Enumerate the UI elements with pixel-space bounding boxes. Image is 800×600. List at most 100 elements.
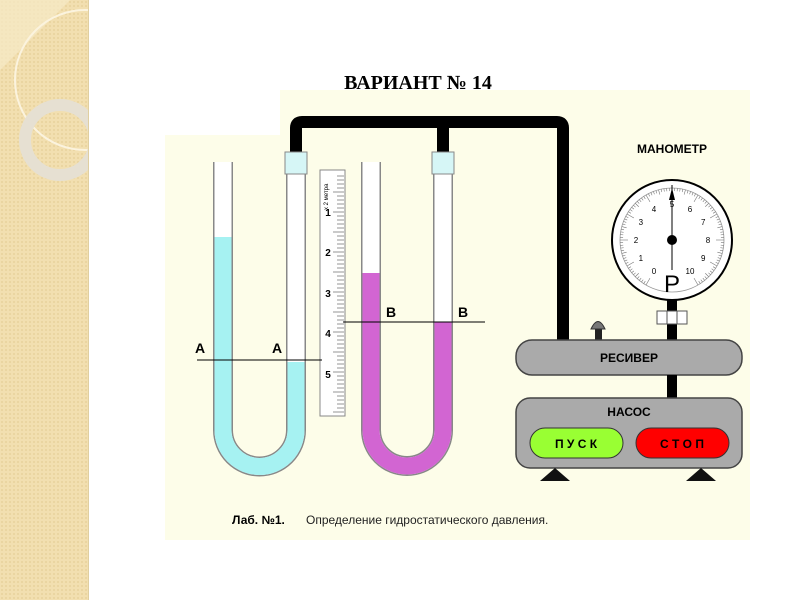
- u-tube-liquid: [361, 151, 455, 476]
- gauge-tick: [650, 192, 653, 196]
- gauge-tick: [621, 226, 627, 229]
- gauge-tick: [718, 223, 722, 226]
- gauge-tick: [708, 204, 711, 208]
- pump-label: НАСОС: [607, 405, 651, 419]
- gauge-tick: [717, 251, 723, 254]
- gauge-tick: [622, 223, 626, 226]
- gauge-number: 0: [652, 267, 657, 276]
- stop-button[interactable]: С Т О П: [635, 427, 730, 459]
- ruler-unit: x 2 метра: [324, 183, 330, 210]
- pump-foot: [540, 468, 570, 481]
- gauge-tick: [683, 189, 686, 195]
- gauge-tick: [623, 221, 627, 223]
- gauge-tick: [711, 209, 715, 212]
- u-tube-water: [213, 151, 308, 477]
- gauge-tick: [655, 190, 658, 194]
- gauge-tick: [709, 261, 718, 267]
- gauge-tick: [636, 201, 640, 204]
- gauge-number: 3: [639, 218, 644, 227]
- gauge-number: 10: [686, 267, 695, 276]
- gauge-tick: [648, 193, 651, 197]
- level-label-b: В: [386, 304, 396, 320]
- air-pipe: [290, 116, 569, 342]
- ruler-mark: 3: [325, 289, 331, 300]
- gauge-tick: [716, 259, 720, 262]
- gauge-tick: [658, 189, 661, 195]
- gauge-tick: [623, 257, 627, 259]
- gauge-number: 7: [701, 218, 706, 227]
- gauge-tick: [712, 266, 716, 269]
- gauge-tick: [709, 213, 718, 219]
- receiver: [515, 339, 743, 376]
- gauge-tick: [704, 276, 708, 279]
- gauge-tick: [712, 211, 716, 214]
- gauge-tick: [643, 196, 646, 200]
- gauge-tick: [624, 259, 628, 262]
- gauge-tick: [719, 249, 723, 252]
- gauge-tick: [641, 279, 644, 283]
- gauge-tick: [711, 268, 715, 271]
- gauge-tick: [719, 228, 723, 231]
- start-button[interactable]: П У С К: [529, 427, 624, 459]
- gauge-tick: [639, 199, 642, 203]
- decorative-sidebar: [0, 0, 89, 600]
- gauge-tick: [633, 272, 636, 276]
- stop-button-label: С Т О П: [660, 437, 704, 451]
- gauge-tick: [702, 199, 705, 203]
- stopper: [284, 151, 308, 175]
- gauge-tick: [716, 218, 720, 221]
- gauge-number: 6: [688, 205, 693, 214]
- gauge-tick: [621, 251, 627, 254]
- gauge-tick: [625, 261, 629, 264]
- stopper: [431, 151, 455, 175]
- gauge-tick: [715, 216, 719, 219]
- gauge-tick: [621, 228, 625, 231]
- pressure-symbol: P: [664, 271, 680, 298]
- gauge-tick: [700, 279, 703, 283]
- ruler: x 2 метра 1 2 3 4 5: [319, 169, 346, 417]
- gauge-tick: [691, 192, 694, 196]
- gauge-tick: [717, 221, 721, 223]
- gauge-tick: [641, 197, 644, 201]
- gauge-tick: [635, 203, 639, 207]
- ruler-mark: 1: [325, 208, 331, 219]
- gauge-tick: [653, 191, 655, 195]
- manometer-label: МАНОМЕТР: [637, 142, 707, 156]
- gauge-tick: [718, 254, 722, 257]
- gauge-tick: [621, 249, 625, 252]
- receiver-label: РЕСИВЕР: [600, 351, 658, 365]
- decorative-circles: [0, 0, 88, 181]
- gauge-tick: [717, 226, 723, 229]
- gauge-tick: [631, 270, 635, 273]
- gauge-tick: [689, 191, 691, 195]
- gauge-tick: [709, 207, 713, 210]
- gauge-tick: [693, 277, 699, 286]
- valve-icon: [590, 321, 606, 330]
- gauge-tick: [715, 261, 719, 264]
- level-label-a: А: [272, 340, 282, 356]
- gauge-tick: [704, 201, 708, 204]
- gauge-tick: [624, 218, 628, 221]
- gauge-tick: [633, 204, 636, 208]
- gauge-tick: [628, 211, 632, 214]
- gauge-tick: [705, 273, 709, 277]
- gauge-tick: [626, 261, 635, 267]
- pump-foot: [686, 468, 716, 481]
- gauge-tick: [702, 277, 705, 281]
- gauge-tick: [686, 190, 689, 194]
- gauge-tick: [698, 280, 701, 284]
- gauge-tick: [636, 276, 640, 279]
- gauge-tick: [693, 194, 699, 203]
- gauge-tick: [635, 273, 639, 277]
- page-title: ВАРИАНТ № 14: [344, 72, 492, 94]
- gauge-tick: [708, 272, 711, 276]
- ruler-mark: 4: [325, 329, 331, 340]
- gauge-number: 9: [701, 254, 706, 263]
- level-label-a: А: [195, 340, 205, 356]
- ruler-mark: 5: [325, 370, 331, 381]
- gauge-number: 4: [652, 205, 657, 214]
- lab-number: Лаб. №1.: [232, 513, 285, 527]
- gauge-tick: [709, 270, 713, 273]
- gauge-tick: [717, 257, 721, 259]
